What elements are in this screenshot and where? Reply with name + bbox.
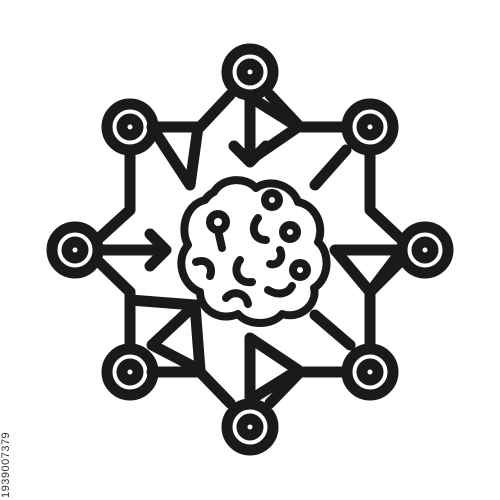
arrow-down-icon [228,94,272,168]
node-right-icon [396,221,454,279]
network-nodes [46,43,454,456]
stock-id-label: 1939007379 [0,431,12,498]
node-top-icon [221,43,279,101]
triangle-shapes [124,91,408,406]
arrow-right-icon [92,228,172,272]
node-bottom-left-icon [101,343,159,401]
brain-icon [177,176,331,327]
node-top-right-icon [341,98,399,156]
node-top-left-icon [101,98,159,156]
node-bottom-right-icon [341,343,399,401]
node-left-icon [46,221,104,279]
node-bottom-icon [221,398,279,456]
